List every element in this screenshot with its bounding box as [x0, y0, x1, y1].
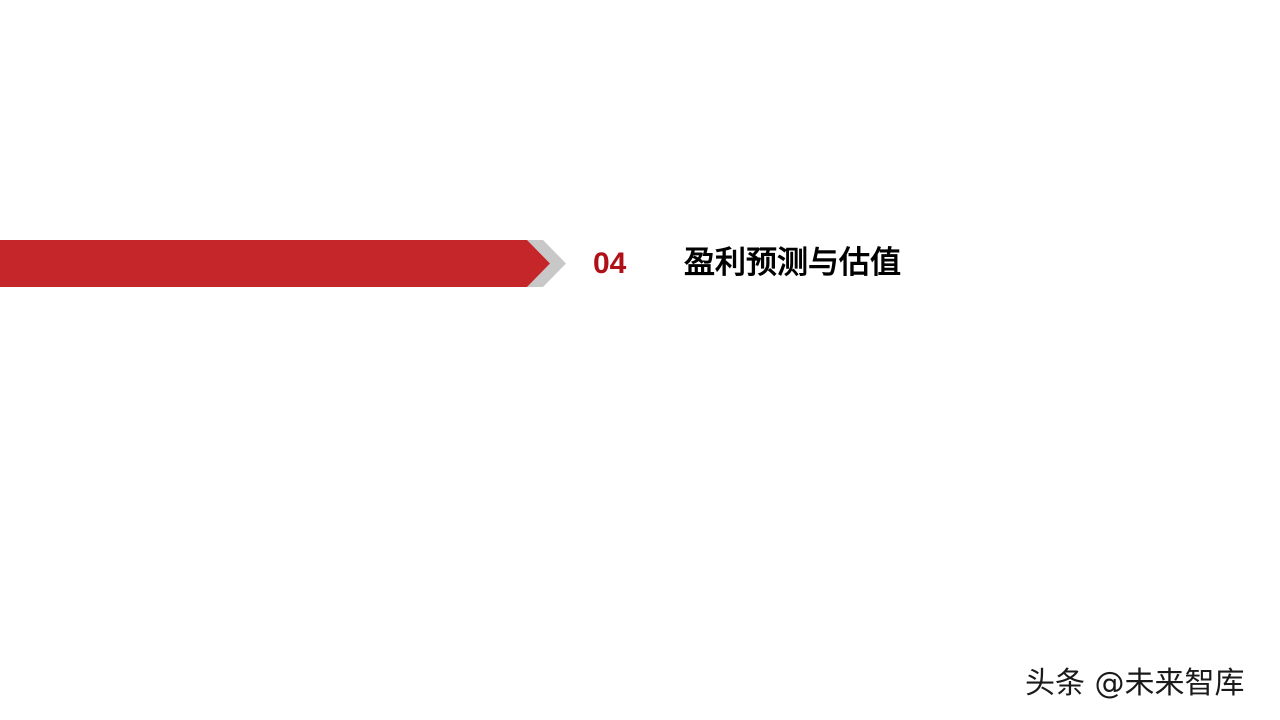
- watermark: 头条 @未来智库: [1025, 666, 1245, 701]
- section-title: 盈利预测与估值: [684, 245, 901, 281]
- red-arrow-shape: [0, 240, 550, 287]
- chevron-gray-shape: [527, 240, 566, 287]
- section-banner-arrow: [0, 240, 566, 287]
- section-number: 04: [593, 247, 627, 280]
